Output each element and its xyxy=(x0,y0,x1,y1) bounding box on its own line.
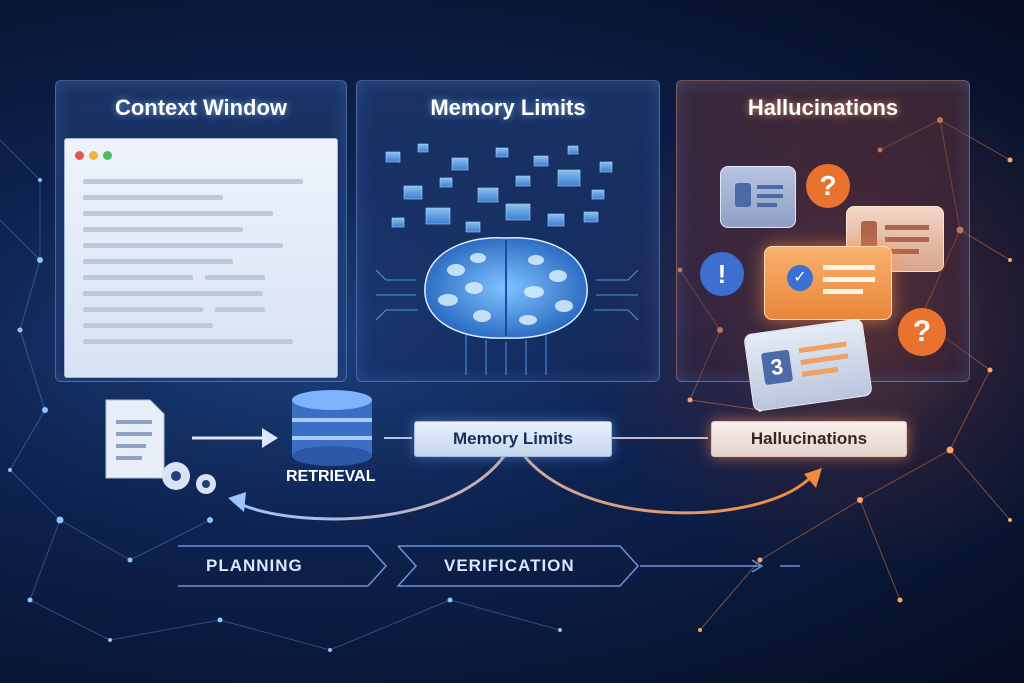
exclamation-bubble: ! xyxy=(700,252,744,296)
brain-illustration xyxy=(375,143,639,375)
context-document-window xyxy=(64,138,338,378)
text-line xyxy=(83,211,273,216)
text-line xyxy=(83,275,193,280)
context-window-title: Context Window xyxy=(114,95,288,120)
database-icon xyxy=(292,390,372,466)
text-line xyxy=(215,307,265,312)
window-maximize-dot xyxy=(103,151,112,160)
gear-icon xyxy=(162,462,216,494)
question-bubble: ? xyxy=(806,164,850,208)
text-line xyxy=(83,259,233,264)
verification-label: VERIFICATION xyxy=(444,556,575,575)
text-line xyxy=(83,323,213,328)
memory-limits-title: Memory Limits xyxy=(430,95,586,120)
profile-card xyxy=(720,166,796,228)
person-icon xyxy=(861,221,877,249)
hallucinations-box: Hallucinations xyxy=(711,421,907,457)
text-line xyxy=(83,179,303,184)
hallucinations-title: Hallucinations xyxy=(747,95,899,120)
window-minimize-dot xyxy=(89,151,98,160)
planning-chevron xyxy=(178,545,388,587)
planning-label: PLANNING xyxy=(206,556,303,575)
window-close-dot xyxy=(75,151,84,160)
person-icon xyxy=(735,183,751,207)
check-icon: ✓ xyxy=(787,265,813,291)
verification-chevron xyxy=(396,545,640,587)
retrieval-label: RETRIEVAL xyxy=(286,468,376,485)
text-line xyxy=(83,227,243,232)
text-line xyxy=(83,195,223,200)
text-line xyxy=(205,275,265,280)
flow-connectors xyxy=(105,390,822,587)
verified-card: ✓ xyxy=(764,246,892,320)
document-icon xyxy=(105,399,165,479)
question-bubble: ? xyxy=(898,308,946,356)
text-line xyxy=(83,307,203,312)
text-line xyxy=(83,291,263,296)
memory-limits-box: Memory Limits xyxy=(414,421,612,457)
text-line xyxy=(83,339,293,344)
text-line xyxy=(83,243,283,248)
